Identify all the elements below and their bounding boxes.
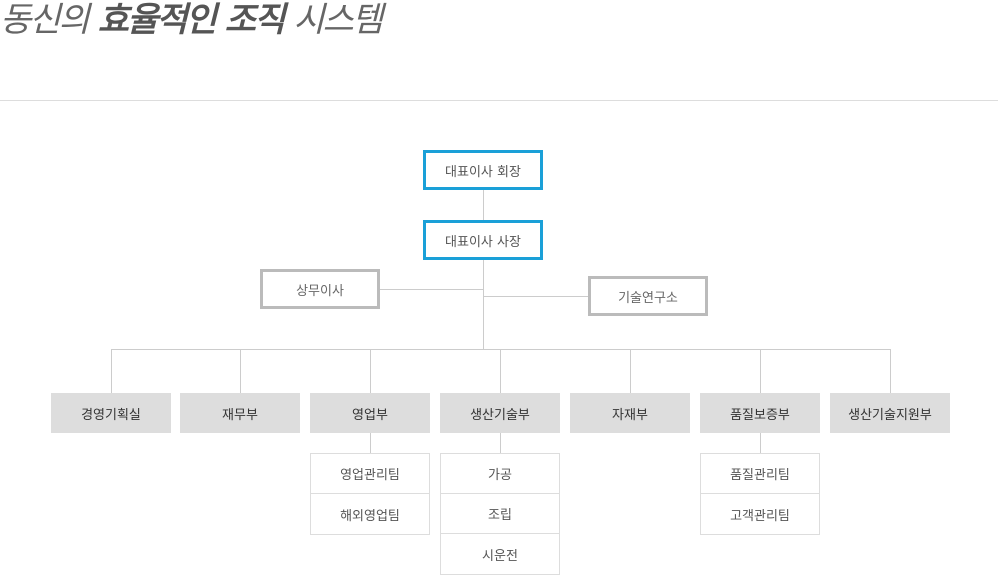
managing-director-label: 상무이사 bbox=[296, 283, 344, 299]
chairman-box: 대표이사 회장 bbox=[423, 150, 543, 190]
connector-dept-drop bbox=[111, 349, 112, 394]
department-label: 생산기술부 bbox=[470, 407, 530, 423]
president-box: 대표이사 사장 bbox=[423, 220, 543, 260]
department-box: 생산기술부 bbox=[440, 393, 560, 433]
team-item: 품질관리팀 bbox=[701, 454, 819, 494]
department-label: 자재부 bbox=[612, 407, 648, 423]
team-item: 가공 bbox=[441, 454, 559, 494]
team-item: 조립 bbox=[441, 494, 559, 534]
department-label: 재무부 bbox=[222, 407, 258, 423]
page-title-emphasis: 효율적인 조직 bbox=[97, 0, 286, 40]
team-item: 고객관리팀 bbox=[730, 508, 790, 524]
department-label: 생산기술지원부 bbox=[848, 407, 932, 423]
department-label: 영업부 bbox=[352, 407, 388, 423]
page-title-part: 동신의 bbox=[0, 0, 90, 40]
connector-managing-director bbox=[379, 289, 484, 290]
connector-team bbox=[500, 432, 501, 454]
president-label: 대표이사 사장 bbox=[445, 234, 521, 250]
connector-dept-drop bbox=[240, 349, 241, 394]
connector-dept-drop bbox=[630, 349, 631, 394]
connector-dept-drop bbox=[370, 349, 371, 394]
department-label: 품질보증부 bbox=[730, 407, 790, 423]
team-item: 시운전 bbox=[482, 548, 518, 564]
rnd-center-box: 기술연구소 bbox=[588, 276, 708, 316]
department-label: 경영기획실 bbox=[81, 407, 141, 423]
department-box: 품질보증부 bbox=[700, 393, 820, 433]
team-list-quality: 품질관리팀 고객관리팀 bbox=[700, 453, 820, 535]
connector-dept-drop bbox=[500, 349, 501, 394]
team-item: 영업관리팀 bbox=[311, 454, 429, 494]
connector-dept-bus bbox=[111, 349, 891, 350]
connector-trunk bbox=[483, 259, 484, 350]
department-box: 재무부 bbox=[180, 393, 300, 433]
title-divider bbox=[0, 100, 998, 101]
department-box: 자재부 bbox=[570, 393, 690, 433]
rnd-center-label: 기술연구소 bbox=[618, 290, 678, 306]
team-list-production: 가공 조립 시운전 bbox=[440, 453, 560, 575]
connector-team bbox=[760, 432, 761, 454]
department-box: 생산기술지원부 bbox=[830, 393, 950, 433]
connector-team bbox=[370, 432, 371, 454]
managing-director-box: 상무이사 bbox=[260, 269, 380, 309]
connector-dept-drop bbox=[890, 349, 891, 394]
team-item: 해외영업팀 bbox=[340, 508, 400, 524]
connector-chairman-president bbox=[483, 189, 484, 220]
page-title-part: 시스템 bbox=[293, 0, 383, 40]
connector-rnd-center bbox=[484, 296, 589, 297]
department-box: 경영기획실 bbox=[51, 393, 171, 433]
team-list-sales: 영업관리팀 해외영업팀 bbox=[310, 453, 430, 535]
chairman-label: 대표이사 회장 bbox=[445, 164, 521, 180]
department-box: 영업부 bbox=[310, 393, 430, 433]
connector-dept-drop bbox=[760, 349, 761, 394]
